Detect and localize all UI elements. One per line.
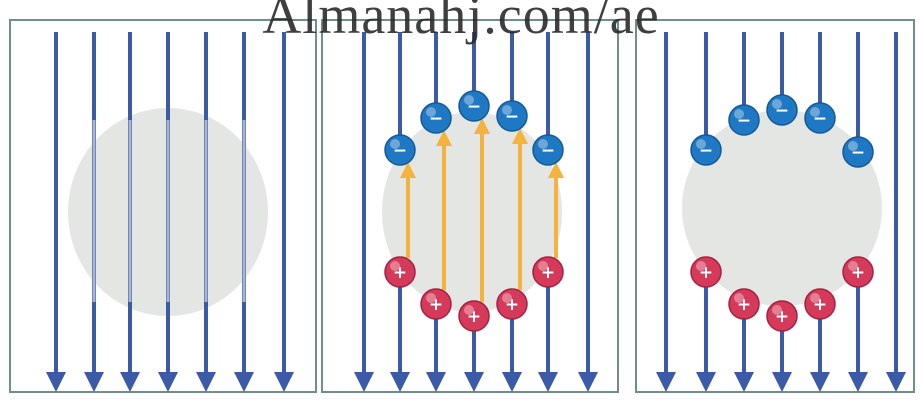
negative-charge: −	[532, 134, 564, 166]
charge-sign: +	[393, 263, 407, 283]
charge-ball	[384, 256, 416, 288]
charge-highlight	[426, 107, 436, 117]
charge-highlight	[426, 293, 436, 303]
negative-charge: −	[766, 94, 798, 126]
charge-sign: +	[429, 295, 443, 315]
negative-charge: −	[842, 136, 874, 168]
charge-highlight	[772, 99, 782, 109]
charge-ball	[420, 102, 452, 134]
negative-charge: −	[384, 134, 416, 166]
charge-highlight	[502, 293, 512, 303]
positive-charge: +	[728, 288, 760, 320]
charge-ball	[766, 94, 798, 126]
charge-highlight	[848, 141, 858, 151]
charge-highlight	[538, 139, 548, 149]
charge-highlight	[734, 109, 744, 119]
charge-highlight	[848, 261, 858, 271]
charge-ball	[804, 102, 836, 134]
positive-charge: +	[804, 288, 836, 320]
positive-charge: +	[766, 300, 798, 332]
charge-ball	[728, 288, 760, 320]
shielded-sphere	[682, 110, 882, 306]
negative-charge: −	[804, 102, 836, 134]
charge-sign: −	[813, 109, 827, 129]
charge-ball	[532, 256, 564, 288]
panel-frame	[321, 19, 619, 393]
charge-sign: −	[737, 111, 751, 131]
charge-sign: −	[505, 107, 519, 127]
positive-charge: +	[690, 256, 722, 288]
charge-ball	[804, 288, 836, 320]
charge-highlight	[696, 139, 706, 149]
negative-charge: −	[728, 104, 760, 136]
panel-frame	[9, 19, 317, 393]
charge-highlight	[696, 261, 706, 271]
negative-charge: −	[496, 100, 528, 132]
charge-ball	[842, 136, 874, 168]
charge-sign: +	[467, 307, 481, 327]
charge-highlight	[772, 305, 782, 315]
charge-highlight	[464, 95, 474, 105]
charge-ball	[728, 104, 760, 136]
charge-sign: +	[541, 263, 555, 283]
positive-charge: +	[496, 288, 528, 320]
positive-charge: +	[842, 256, 874, 288]
panel-frame	[635, 19, 915, 393]
charge-ball	[690, 134, 722, 166]
polarized-sphere	[382, 112, 562, 312]
charge-ball	[420, 288, 452, 320]
positive-charge: +	[420, 288, 452, 320]
charge-ball	[384, 134, 416, 166]
charge-highlight	[734, 293, 744, 303]
charge-ball	[458, 90, 490, 122]
charge-highlight	[810, 293, 820, 303]
charge-sign: −	[541, 141, 555, 161]
charge-sign: −	[429, 109, 443, 129]
charge-highlight	[390, 261, 400, 271]
charge-highlight	[502, 105, 512, 115]
charge-ball	[766, 300, 798, 332]
charge-sign: +	[699, 263, 713, 283]
charge-sign: +	[813, 295, 827, 315]
positive-charge: +	[532, 256, 564, 288]
charge-ball	[496, 100, 528, 132]
charge-sign: +	[505, 295, 519, 315]
charge-sign: −	[467, 97, 481, 117]
charge-highlight	[810, 107, 820, 117]
negative-charge: −	[458, 90, 490, 122]
charge-sign: −	[393, 141, 407, 161]
charge-highlight	[464, 305, 474, 315]
charge-sign: +	[737, 295, 751, 315]
charge-sign: +	[851, 263, 865, 283]
charge-sign: +	[775, 307, 789, 327]
charge-ball	[496, 288, 528, 320]
charge-sign: −	[699, 141, 713, 161]
positive-charge: +	[458, 300, 490, 332]
charge-ball	[458, 300, 490, 332]
charge-highlight	[390, 139, 400, 149]
charge-ball	[690, 256, 722, 288]
charge-ball	[532, 134, 564, 166]
charge-sign: −	[851, 143, 865, 163]
charge-highlight	[538, 261, 548, 271]
negative-charge: −	[420, 102, 452, 134]
charge-ball	[842, 256, 874, 288]
charge-sign: −	[775, 101, 789, 121]
negative-charge: −	[690, 134, 722, 166]
positive-charge: +	[384, 256, 416, 288]
